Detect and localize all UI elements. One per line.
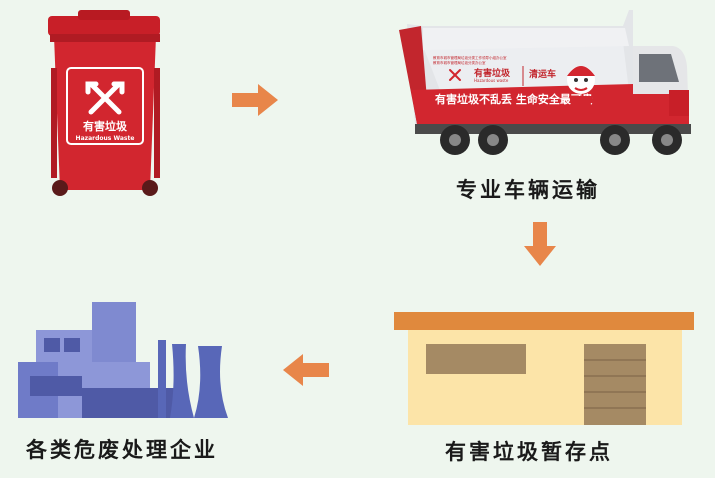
bin-label-en: Hazardous Waste — [76, 135, 135, 142]
arrow-right-icon — [232, 84, 278, 116]
arrow-down-icon — [524, 222, 556, 266]
mascot-icon — [567, 66, 595, 110]
truck-sign-en: Hazardous waste — [474, 78, 509, 83]
bin-label-cn: 有害垃圾 — [83, 119, 128, 133]
transport-truck: 有害垃圾不乱丢 生命安全最可贵 教育市城市管理局垃圾分类工作领导小组办公室 教育… — [399, 10, 691, 155]
disposal-factory — [18, 302, 228, 418]
arrow-left-icon — [283, 354, 329, 386]
storage-warehouse — [394, 312, 694, 425]
hazard-x-icon — [449, 69, 461, 81]
hazard-x-icon — [85, 81, 125, 115]
truck-sign-type: 清运车 — [529, 68, 556, 80]
truck-sign-cn: 有害垃圾 — [474, 67, 511, 79]
truck-slogan: 有害垃圾不乱丢 生命安全最可贵 — [435, 92, 593, 106]
truck-fine-print-1: 教育市城市管理局垃圾分类工作领导小组办公室 — [433, 55, 507, 60]
caption-disposal: 各类危废处理企业 — [26, 438, 218, 462]
truck-wheels — [440, 125, 682, 155]
hazardous-waste-bin: 有害垃圾 Hazardous Waste — [48, 10, 160, 196]
truck-fine-print-2: 教育市城市管理局垃圾分类办公室 — [433, 60, 486, 65]
caption-storage: 有害垃圾暂存点 — [445, 440, 613, 464]
caption-transport: 专业车辆运输 — [456, 178, 600, 202]
